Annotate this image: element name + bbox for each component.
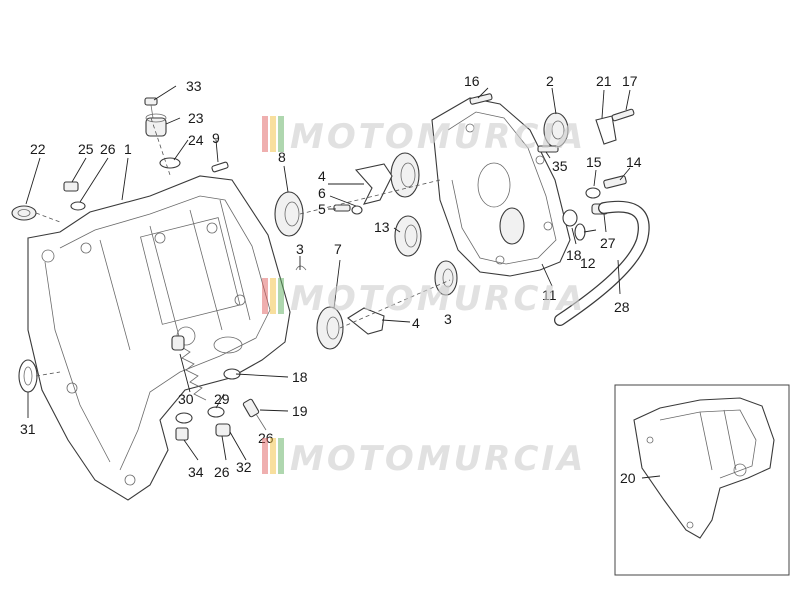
gearbox-housing xyxy=(27,175,291,501)
bolt-35 xyxy=(537,145,559,153)
callout-11: 11 xyxy=(542,287,557,303)
callout-4: 4 xyxy=(318,168,326,184)
washer-6 xyxy=(351,205,363,215)
clamp-21 xyxy=(595,115,617,145)
plug-34 xyxy=(175,427,189,441)
oil-seal-31 xyxy=(18,359,38,393)
callout-21: 21 xyxy=(596,73,612,89)
washer-26 xyxy=(70,201,86,211)
washer-18-right xyxy=(562,209,578,227)
callout-26: 26 xyxy=(214,464,230,480)
callout-23: 23 xyxy=(188,110,204,126)
bearing-lower xyxy=(434,260,458,296)
callout-3: 3 xyxy=(296,241,304,257)
callout-17: 17 xyxy=(622,73,638,89)
callout-18: 18 xyxy=(292,369,308,385)
assembled-unit xyxy=(633,397,775,539)
washer-15 xyxy=(585,187,601,199)
bearing-13 xyxy=(394,215,422,257)
callout-13: 13 xyxy=(374,219,390,235)
bearing-7 xyxy=(316,306,344,350)
bearing-8 xyxy=(274,191,304,237)
plug-32 xyxy=(215,423,231,437)
callout-22: 22 xyxy=(30,141,46,157)
callout-12: 12 xyxy=(580,255,596,271)
o-ring-12 xyxy=(574,223,586,241)
leader-lines xyxy=(25,85,661,479)
circlip-3 xyxy=(295,265,307,271)
switch-19 xyxy=(242,398,267,431)
callout-2: 2 xyxy=(546,73,554,89)
callout-25: 25 xyxy=(78,141,94,157)
callout-19: 19 xyxy=(292,403,308,419)
callout-28: 28 xyxy=(614,299,630,315)
callout-18: 18 xyxy=(566,247,582,263)
assembly-axes xyxy=(35,117,451,377)
callout-labels: 1 2 3 3 4 4 5 6 7 8 9 11 12 13 14 15 16 … xyxy=(20,73,642,486)
callout-16: 16 xyxy=(464,73,480,89)
callout-35: 35 xyxy=(552,158,568,174)
callout-30: 30 xyxy=(178,391,194,407)
bearing-upper xyxy=(390,152,420,198)
o-ring-24 xyxy=(159,157,181,169)
bolt-17 xyxy=(611,108,635,122)
callout-26: 26 xyxy=(100,141,116,157)
callout-7: 7 xyxy=(334,241,342,257)
breather-23 xyxy=(145,113,167,137)
washer-29 xyxy=(207,406,225,418)
oil-seal-22 xyxy=(11,205,37,221)
watermark-text: MOTOMURCIA xyxy=(290,439,586,479)
watermark-text: MOTOMURCIA xyxy=(290,117,586,157)
callout-15: 15 xyxy=(586,154,602,170)
callout-31: 31 xyxy=(20,421,36,437)
callout-33: 33 xyxy=(186,78,202,94)
callout-8: 8 xyxy=(278,149,286,165)
watermark-logo: MOTOMURCIA MOTOMURCIA MOTOMURCIA xyxy=(262,116,586,479)
callout-27: 27 xyxy=(600,235,616,251)
callout-24: 24 xyxy=(188,132,204,148)
callout-14: 14 xyxy=(626,154,642,170)
callout-9: 9 xyxy=(212,130,220,146)
screw-5 xyxy=(333,204,351,212)
plug-25 xyxy=(63,181,79,192)
gearbox-cover xyxy=(431,97,571,277)
callout-34: 34 xyxy=(188,464,204,480)
callout-6: 6 xyxy=(318,185,326,201)
callout-5: 5 xyxy=(318,201,326,217)
washer-26-lower xyxy=(175,412,193,424)
spring-30 xyxy=(171,335,207,401)
watermark-text: MOTOMURCIA xyxy=(290,279,586,319)
callout-20: 20 xyxy=(620,470,636,486)
callout-3: 3 xyxy=(444,311,452,327)
pin-9 xyxy=(211,161,229,173)
breather-hose-28 xyxy=(554,200,650,326)
plate-4-lower xyxy=(347,307,385,335)
callout-29: 29 xyxy=(214,391,230,407)
bolt-14 xyxy=(603,175,627,189)
callout-1: 1 xyxy=(124,141,132,157)
callout-32: 32 xyxy=(236,459,252,475)
bolt-33 xyxy=(144,97,158,119)
callout-4: 4 xyxy=(412,315,420,331)
